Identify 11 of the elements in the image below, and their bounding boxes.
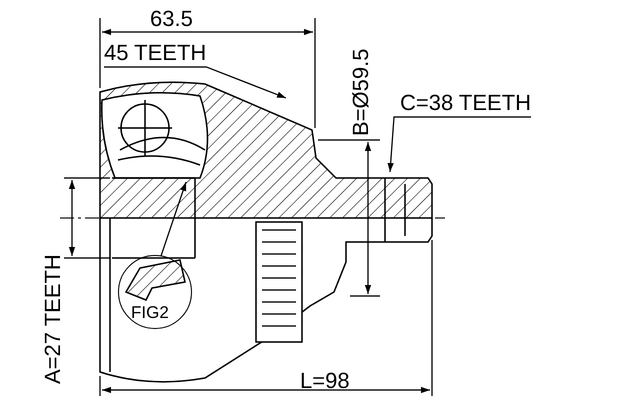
detail-circle: [118, 255, 192, 329]
callout-text: C=38 TEETH: [400, 92, 532, 114]
dimension-value: L=98: [300, 370, 350, 392]
dimension-value: 63.5: [150, 8, 193, 30]
dimension-label: A=27 TEETH: [42, 254, 64, 384]
figure-label: FIG2: [131, 304, 169, 321]
dimension-label: B=Ø59.5: [350, 48, 372, 136]
leader-line: [388, 116, 531, 172]
callout-text: 45 TEETH: [104, 42, 206, 64]
leader-line: [104, 66, 286, 99]
leader-line: [160, 182, 187, 256]
